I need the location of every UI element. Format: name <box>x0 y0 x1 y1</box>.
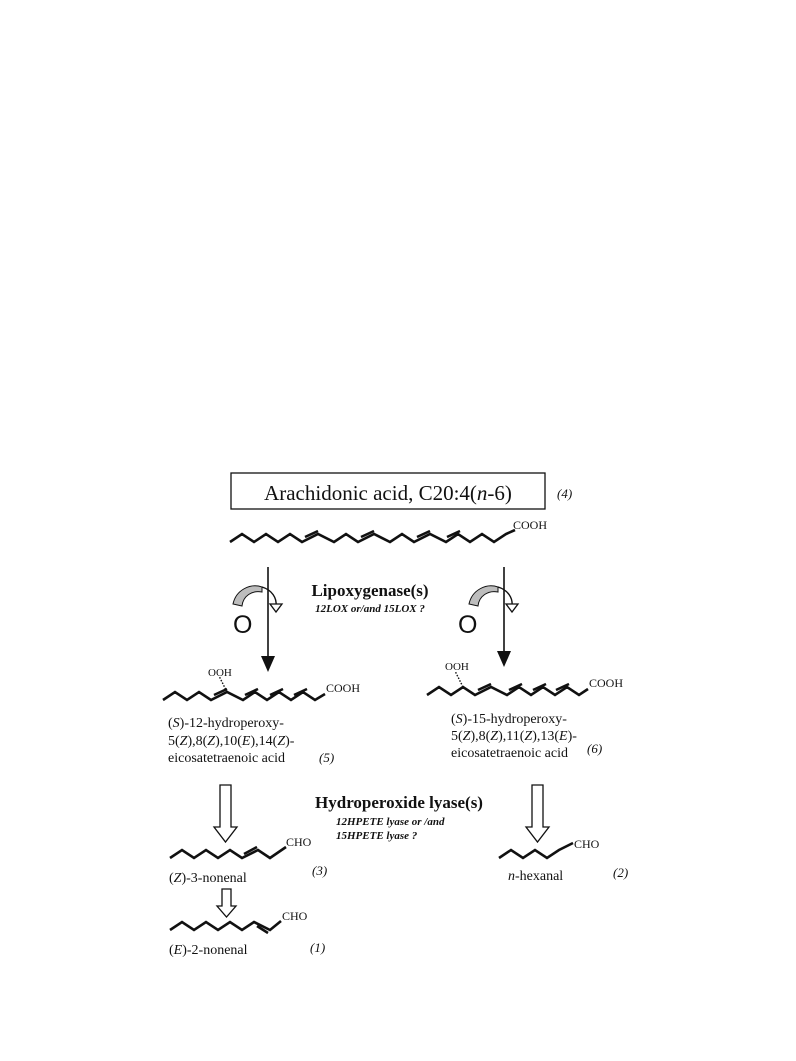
curved-arrow-left <box>232 585 263 607</box>
ooh-label: OOH <box>208 667 232 679</box>
arrow-head-hollow-left <box>268 603 284 614</box>
z-3-nonenal-chain <box>169 845 287 860</box>
hollow-arrow-isomerization <box>215 888 238 918</box>
n-hexanal-number: (2) <box>613 865 628 880</box>
substrate-frame <box>230 472 546 510</box>
double-bond <box>508 682 523 692</box>
curved-arrow-right-tail <box>497 586 513 607</box>
double-bond <box>256 924 269 935</box>
curved-arrow-right <box>468 585 499 607</box>
ooh-label: OOH <box>445 661 469 673</box>
ooh-hashed-bond <box>454 670 464 688</box>
double-bond <box>477 682 492 692</box>
acid-group-label: COOH <box>513 518 547 532</box>
e-2-nonenal-number: (1) <box>310 940 325 955</box>
n-hexanal-name: n-hexanal <box>508 869 563 884</box>
double-bond <box>293 687 308 697</box>
e-2-nonenal: CHO (E)-2-nonenal (1) <box>169 909 325 958</box>
hollow-arrow-down-right <box>524 784 551 844</box>
lipoxygenase-step: O O Lipoxygenase(s) 12LOX or/and 15LOX ? <box>232 567 520 672</box>
12-hpete-name-line1: (S)-12-hydroperoxy- <box>168 716 284 731</box>
e-2-nonenal-name: (E)-2-nonenal <box>169 943 248 958</box>
12-hpete-number: (5) <box>319 750 334 765</box>
double-bond <box>532 682 547 692</box>
hollow-arrow-down-left <box>212 784 239 844</box>
double-bond <box>360 529 375 539</box>
arrow-head-down-right <box>497 651 511 667</box>
arrow-head-hollow-right <box>504 603 520 614</box>
double-bond <box>416 529 431 539</box>
n-hexanal-chain <box>498 841 574 860</box>
z-3-nonenal-name: (Z)-3-nonenal <box>169 871 247 886</box>
aldehyde-label: CHO <box>286 835 312 849</box>
hydroperoxide-lyase-detail-1: 12HPETE lyase or /and <box>336 816 445 828</box>
15-hpete-name-line3: eicosatetraenoic acid <box>451 746 568 761</box>
substrate-name: Arachidonic acid, C20:4(n-6) <box>264 481 512 505</box>
arachidonic-acid-box: Arachidonic acid, C20:4(n-6) (4) <box>230 472 572 510</box>
hydroperoxide-lyase-detail-2: 15HPETE lyase ? <box>336 830 418 842</box>
12-hpete-name-line3: eicosatetraenoic acid <box>168 751 285 766</box>
12-hpete-chain <box>162 690 326 702</box>
15-hpete-name-line2: 5(Z),8(Z),11(Z),13(E)- <box>451 729 577 744</box>
product-15-hpete: OOH COOH (S)-15-hydroperoxy- 5(Z),8(Z),1… <box>426 661 623 761</box>
double-bond <box>446 529 461 539</box>
arrow-head-down-left <box>261 656 275 672</box>
hydroperoxide-lyase-label: Hydroperoxide lyase(s) <box>315 793 483 812</box>
z-3-nonenal: CHO (Z)-3-nonenal (3) <box>169 835 327 886</box>
product-12-hpete: OOH COOH (S)-12-hydroperoxy- 5(Z),8(Z),1… <box>162 667 360 766</box>
15-hpete-chain <box>426 685 589 697</box>
double-bond <box>213 687 228 697</box>
e-2-nonenal-chain <box>169 919 282 932</box>
z-3-nonenal-number: (3) <box>312 863 327 878</box>
12-hpete-name-line2: 5(Z),8(Z),10(E),14(Z)- <box>168 734 295 749</box>
double-bond <box>243 845 258 856</box>
oxygen-label-right: O <box>458 611 477 639</box>
15-hpete-name-line1: (S)-15-hydroperoxy- <box>451 712 567 727</box>
lipoxygenase-detail: 12LOX or/and 15LOX ? <box>315 603 425 615</box>
n-hexanal: CHO n-hexanal (2) <box>498 837 628 884</box>
double-bond <box>304 529 319 539</box>
double-bond <box>269 687 284 697</box>
arachidonic-acid-chain <box>229 528 516 544</box>
acid-group-label: COOH <box>589 676 623 690</box>
curved-arrow-left-tail <box>261 586 277 607</box>
hydroperoxide-lyase-step: Hydroperoxide lyase(s) 12HPETE lyase or … <box>212 784 551 844</box>
double-bond <box>244 687 259 697</box>
15-hpete-number: (6) <box>587 741 602 756</box>
substrate-number: (4) <box>557 486 572 501</box>
oxygen-label-left: O <box>233 611 252 639</box>
lipoxygenase-label: Lipoxygenase(s) <box>311 581 428 600</box>
acid-group-label: COOH <box>326 681 360 695</box>
aldehyde-label: CHO <box>574 837 600 851</box>
double-bond <box>555 682 570 692</box>
aldehyde-label: CHO <box>282 909 308 923</box>
arachidonic-acid-structure: COOH <box>229 518 547 544</box>
